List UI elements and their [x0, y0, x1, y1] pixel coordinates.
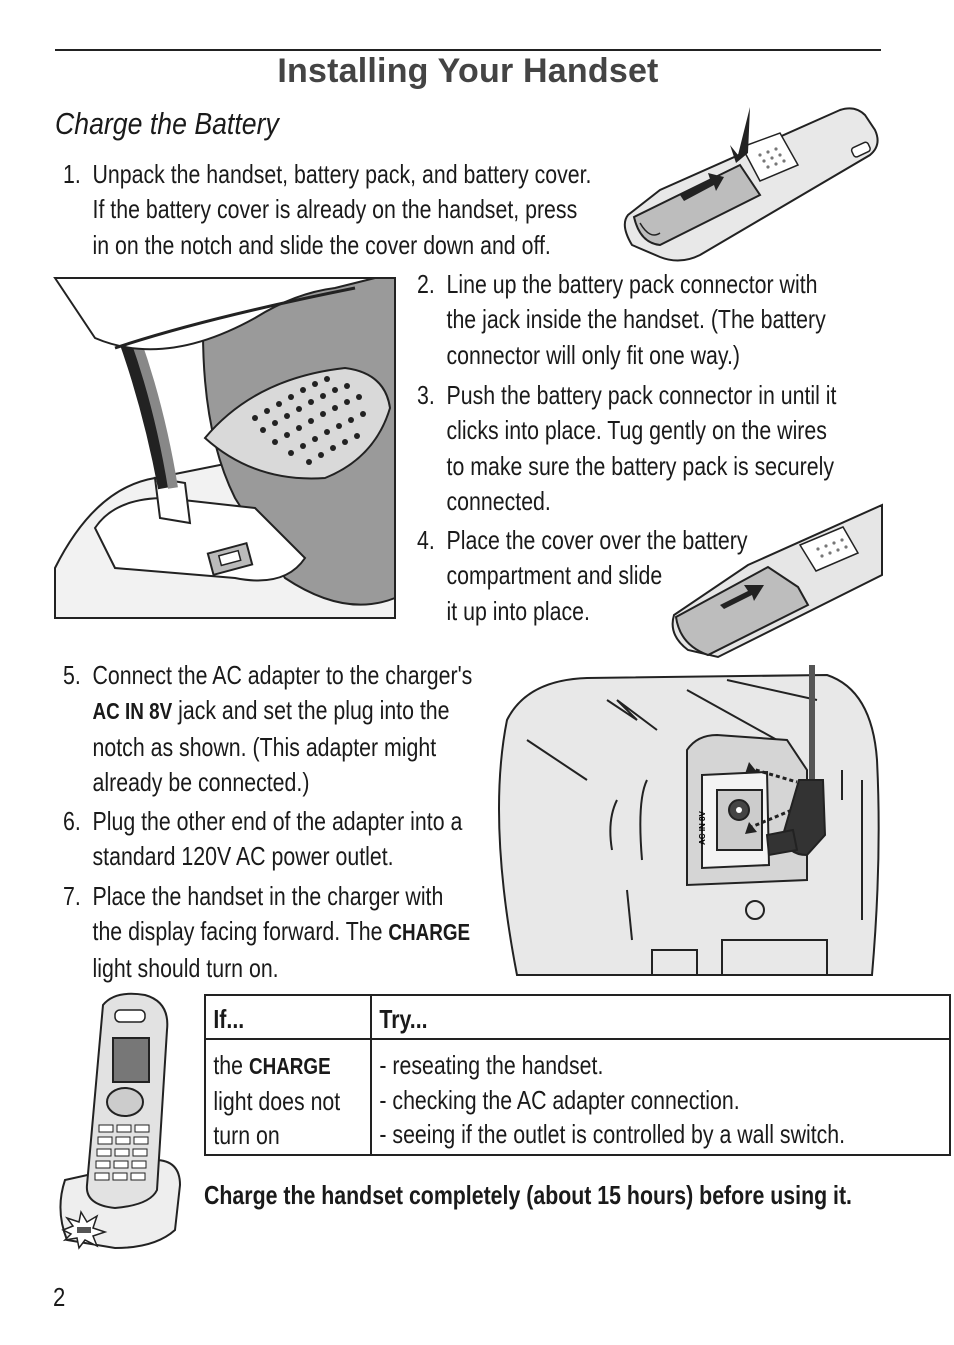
remove-cover-illustration — [623, 107, 879, 262]
step-line: standard 120V AC power outlet. — [92, 841, 394, 872]
step-number: 5. — [63, 660, 81, 690]
troubleshooting-table: If... Try... the CHARGE light does not t… — [204, 994, 951, 1156]
header-try: Try... — [369, 994, 951, 1040]
step-line: Unpack the handset, battery pack, and ba… — [92, 159, 592, 189]
step-line: it up into place. — [446, 595, 590, 626]
header-rule — [55, 49, 881, 51]
if-charge-label: CHARGE — [248, 1053, 331, 1079]
step-number: 4. — [417, 525, 435, 555]
step-number: 6. — [63, 806, 81, 836]
ac-in-jack-label: AC IN 8V — [698, 811, 707, 845]
page-title: Installing Your Handset — [277, 52, 659, 90]
step-line: connected. — [446, 485, 551, 516]
table-header-row: If... Try... — [204, 994, 951, 1040]
table-row: the CHARGE light does not turn on - rese… — [204, 1038, 951, 1156]
step-line: Plug the other end of the adapter into a — [92, 806, 463, 836]
step-line-pre: the display facing forward. The — [92, 916, 389, 947]
step-line: Push the battery pack connector in until… — [446, 380, 837, 410]
step-line: Place the cover over the battery — [446, 525, 748, 555]
step-line: in on the notch and slide the cover down… — [92, 229, 551, 260]
try-line: - checking the AC adapter connection. — [379, 1084, 740, 1115]
step-number: 7. — [63, 881, 81, 911]
step-line: AC IN 8V jack and set the plug into the — [93, 693, 473, 729]
step-line: compartment and slide — [446, 560, 663, 591]
handset-in-charger-illustration — [59, 992, 182, 1250]
page-number: 2 — [53, 1282, 66, 1312]
step-line: already be connected.) — [92, 766, 310, 797]
replace-cover-illustration — [671, 503, 883, 659]
step-number: 3. — [417, 380, 435, 410]
battery-connector-illustration — [53, 277, 396, 619]
charge-label-text: CHARGE — [388, 919, 471, 946]
jack-label-text: AC IN 8V — [92, 698, 173, 725]
step-line: clicks into place. Tug gently on the wir… — [446, 415, 827, 446]
try-line: - reseating the handset. — [379, 1050, 604, 1080]
step-line-rest: jack and set the plug into the — [172, 695, 450, 726]
step-line: notch as shown. (This adapter might — [92, 731, 437, 762]
try-line: - seeing if the outlet is controlled by … — [379, 1119, 845, 1149]
section-subtitle: Charge the Battery — [55, 106, 279, 141]
cell-if: the CHARGE light does not turn on — [204, 1038, 372, 1156]
step-line: Place the handset in the charger with — [92, 881, 444, 911]
step-line: If the battery cover is already on the h… — [92, 194, 578, 225]
step-line: the display facing forward. The CHARGE — [93, 914, 471, 950]
step-number: 2. — [417, 269, 435, 299]
if-line: light does not — [213, 1085, 341, 1116]
step-line: Line up the battery pack connector with — [446, 269, 818, 299]
cell-try: - reseating the handset. - checking the … — [369, 1038, 951, 1156]
step-line: to make sure the battery pack is securel… — [446, 450, 835, 481]
if-line: turn on — [213, 1120, 280, 1150]
step-line: light should turn on. — [92, 952, 279, 983]
if-pre: the — [213, 1050, 249, 1080]
header-if: If... — [204, 994, 372, 1040]
step-line: connector will only fit one way.) — [446, 339, 741, 370]
charge-note: Charge the handset completely (about 15 … — [204, 1180, 852, 1210]
step-line: Connect the AC adapter to the charger's — [92, 660, 473, 690]
charger-ac-jack-illustration: AC IN 8V — [498, 665, 880, 976]
step-line: the jack inside the handset. (The batter… — [446, 304, 826, 335]
step-number: 1. — [63, 159, 81, 189]
